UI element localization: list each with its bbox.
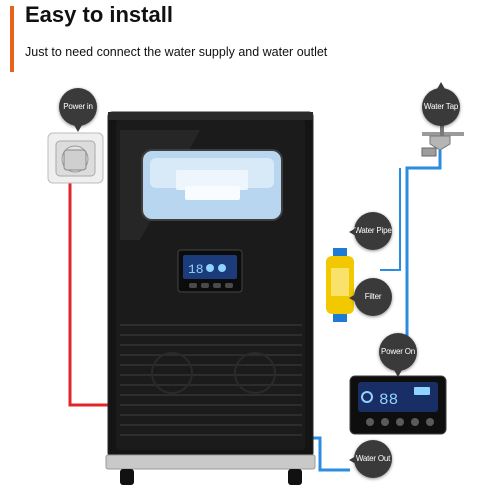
callout-water-out: Water Out (349, 440, 392, 478)
callout-filter: Filter (349, 278, 392, 316)
panel-display-readout: 88 (379, 391, 398, 409)
water-supply-pipe-branch (380, 168, 401, 271)
page-title: Easy to install (25, 2, 173, 27)
callout-water-tap: Water Tap (422, 82, 460, 126)
water-tap-fixture (421, 122, 464, 157)
water-filter (326, 248, 354, 322)
callout-water-pipe: Water Pipe (349, 212, 392, 250)
accent-bar (10, 6, 14, 72)
machine-display-readout: 18 (188, 262, 204, 277)
water-supply-pipe (395, 150, 442, 342)
page-subtitle: Just to need connect the water supply an… (25, 45, 328, 59)
power-cable (68, 176, 108, 407)
wall-outlet (47, 132, 104, 184)
ice-machine: 18 (105, 111, 316, 485)
callout-power-in: Power in (59, 88, 97, 132)
control-panel-closeup: 88 (349, 375, 447, 435)
callout-power-on: Power On (379, 333, 417, 377)
